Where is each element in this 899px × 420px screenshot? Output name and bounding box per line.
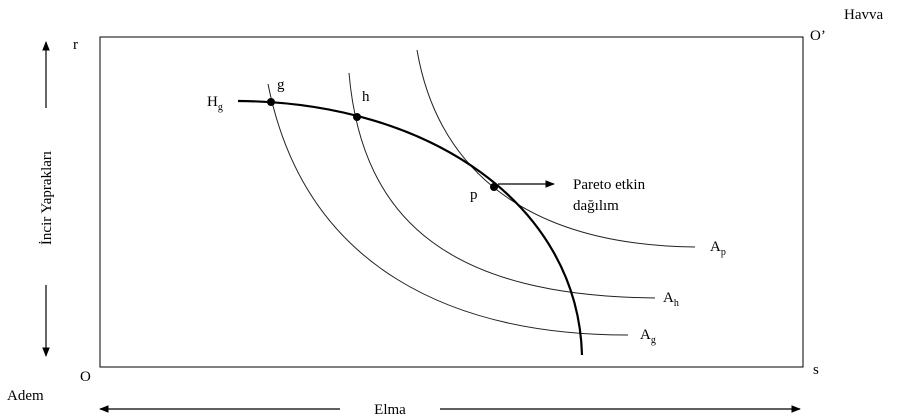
annotation-line-1: Pareto etkin [573,177,646,193]
point-label-h: h [362,89,370,105]
indifference-curve-ap [416,49,696,248]
x-axis-label: Elma [374,402,406,418]
y-axis-label: İncir Yaprakları [39,151,55,245]
curve-label-ap: Ap [710,239,726,258]
curve-label-ah: Ah [663,290,679,309]
curve-label-ag: Ag [640,327,656,346]
contract-curve-hg [237,99,584,356]
owner-label-havva: Havva [844,7,883,23]
edgeworth-box [99,36,804,368]
indifference-curve-ag [267,83,629,336]
corner-label-s: s [813,362,819,378]
annotation-line-2: dağılım [573,198,619,214]
indifference-curve-ah [348,72,656,299]
point-g [267,98,275,106]
point-h [353,113,361,121]
point-p [490,183,498,191]
corner-label-o-prime: O’ [810,28,826,44]
corner-label-o: O [80,369,91,385]
contract-curve-label: Hg [207,94,223,113]
corner-label-r: r [73,37,78,53]
point-label-g: g [277,77,285,93]
point-label-p: p [470,187,478,203]
owner-label-adem: Adem [7,388,44,404]
